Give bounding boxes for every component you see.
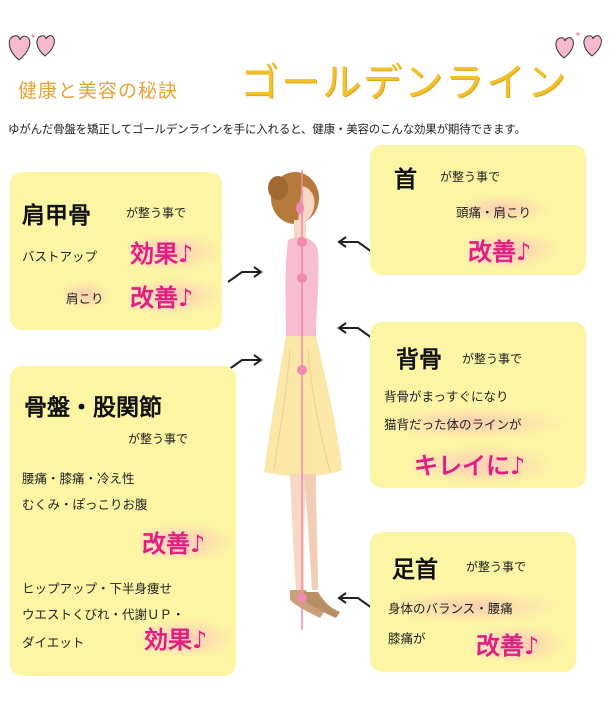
text-sebone-1: 背骨がまっすぐになり bbox=[384, 389, 509, 404]
text-katakori: 肩こり bbox=[66, 291, 104, 306]
text-ashikubi-1: 身体のバランス・腰痛 bbox=[388, 601, 513, 616]
heading-sebone: 背骨 bbox=[396, 347, 442, 373]
arrow-icon bbox=[227, 354, 263, 371]
suffix-kenkokotsu: が整う事で bbox=[126, 206, 187, 220]
heading-ashikubi: 足首 bbox=[392, 557, 438, 583]
heart-icon bbox=[555, 32, 602, 59]
result-sebone: キレイに♪ bbox=[414, 452, 526, 480]
suffix-kubi: が整う事で bbox=[440, 170, 501, 184]
result-kubi: 改善♪ bbox=[468, 238, 532, 266]
result-kotsuban-2: 効果♪ bbox=[144, 626, 208, 654]
text-ashikubi-2: 膝痛が bbox=[388, 631, 426, 646]
page-subtitle: 健康と美容の秘訣 bbox=[18, 80, 179, 102]
text-bust-up: バストアップ bbox=[22, 249, 98, 264]
arrow-icon bbox=[227, 266, 263, 283]
text-kotsuban-4: ウエストくびれ・代謝ＵＰ・ bbox=[22, 607, 185, 622]
suffix-ashikubi: が整う事で bbox=[466, 560, 527, 574]
heading-kubi: 首 bbox=[394, 167, 417, 193]
heart-icon bbox=[8, 34, 55, 61]
text-kotsuban-3: ヒップアップ・下半身痩せ bbox=[22, 581, 173, 596]
result-kotsuban-1: 改善♪ bbox=[142, 530, 206, 558]
suffix-sebone: が整う事で bbox=[462, 352, 523, 366]
text-kotsuban-2: むくみ・ぽっこりお腹 bbox=[22, 497, 148, 512]
result-ashikubi: 改善♪ bbox=[476, 632, 540, 660]
text-kotsuban-1: 腰痛・膝痛・冷え性 bbox=[22, 471, 135, 486]
arrow-icon bbox=[337, 322, 373, 339]
suffix-kotsuban: が整う事で bbox=[128, 432, 189, 446]
result-kenkokotsu-2: 改善♪ bbox=[130, 284, 194, 312]
heading-kotsuban: 骨盤・股関節 bbox=[24, 395, 162, 421]
arrow-icon bbox=[337, 592, 373, 609]
page-title: ゴールデンライン bbox=[240, 61, 569, 106]
woman-figure bbox=[264, 170, 342, 630]
text-kubi-1: 頭痛・肩こり bbox=[456, 205, 532, 220]
text-sebone-2: 猫背だった体のラインが bbox=[384, 417, 522, 432]
result-kenkokotsu-1: 効果♪ bbox=[130, 240, 194, 268]
text-kotsuban-5: ダイエット bbox=[22, 635, 85, 650]
intro-text: ゆがんだ骨盤を矯正してゴールデンラインを手に入れると、健康・美容のこんな効果が期… bbox=[8, 122, 526, 136]
heading-kenkokotsu: 肩甲骨 bbox=[22, 203, 91, 229]
arrow-icon bbox=[337, 236, 373, 253]
